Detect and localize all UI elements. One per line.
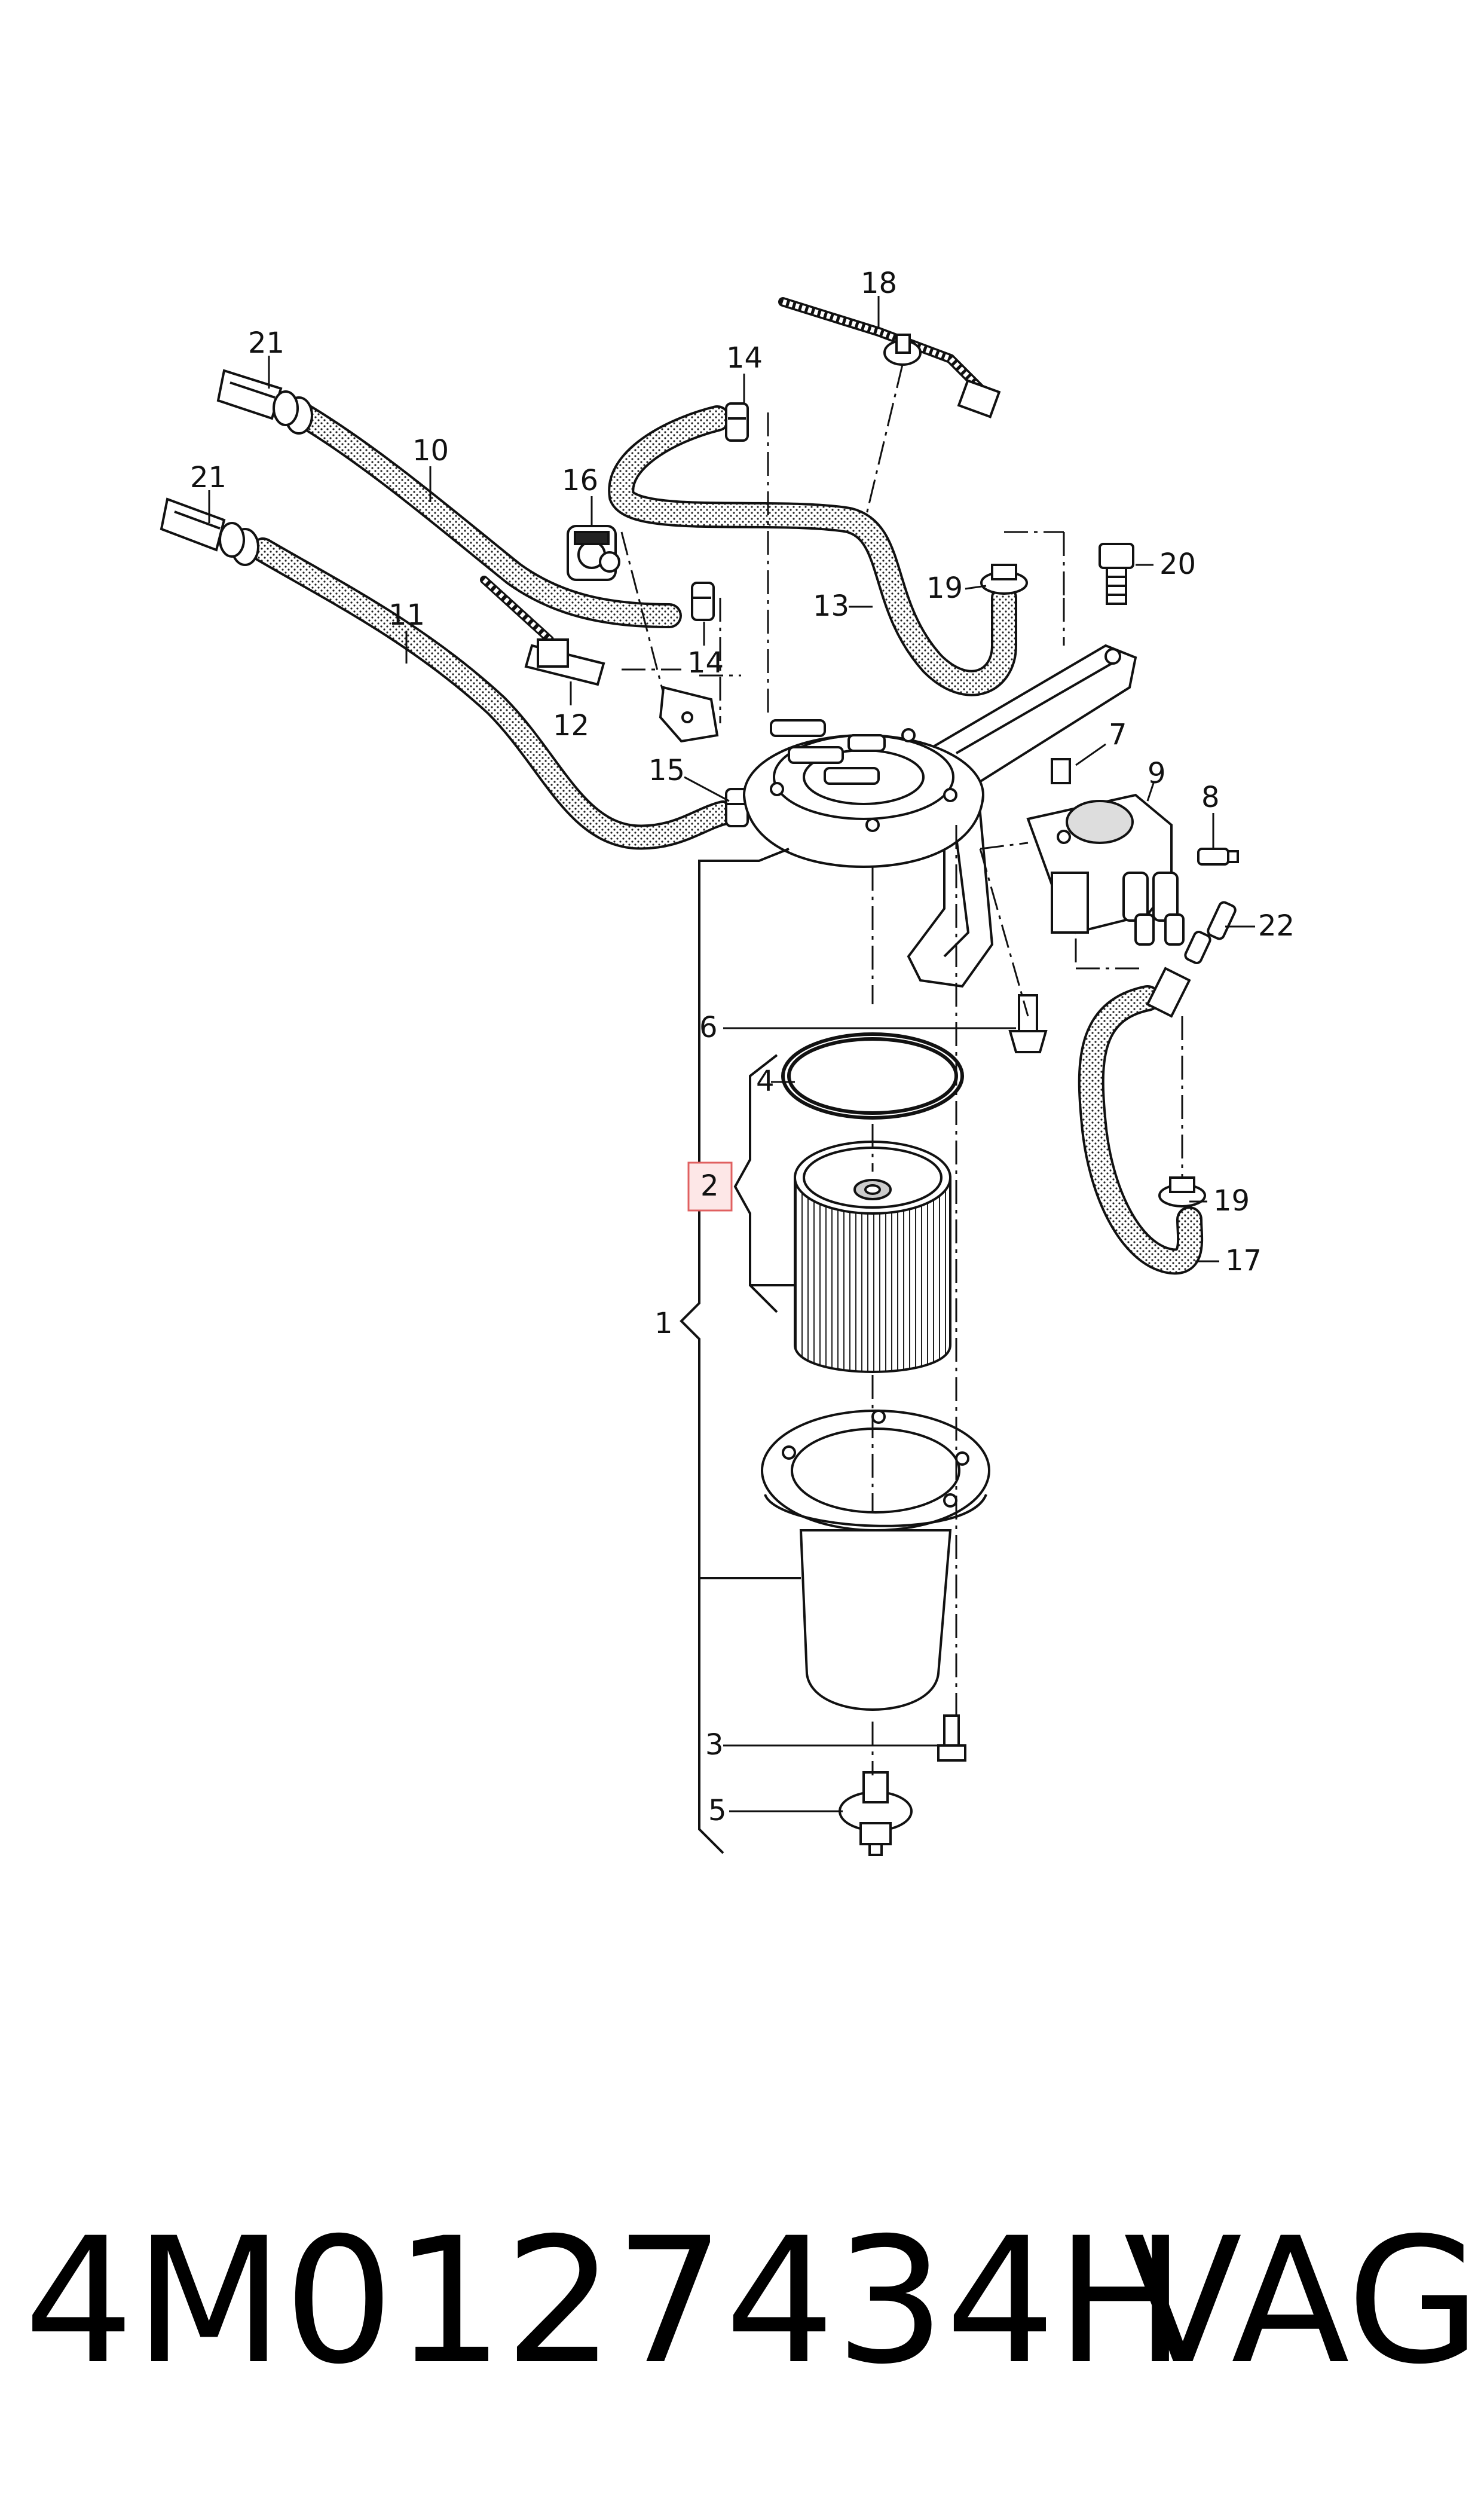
hose-support: [659, 686, 719, 743]
callouts: 1 2 3 4 5 6 7 8 9 10 11 12 13 14 14 15 1…: [190, 267, 1295, 1827]
cable-tie-18: [778, 297, 1001, 418]
callout-5[interactable]: 5: [708, 1794, 727, 1827]
filter-head: [743, 644, 1137, 988]
callout-22[interactable]: 22: [1258, 909, 1295, 943]
callout-1[interactable]: 1: [654, 1307, 673, 1340]
callout-3[interactable]: 3: [705, 1728, 724, 1762]
callout-21-upper[interactable]: 21: [248, 326, 284, 360]
brand-label: VAG: [1124, 2201, 1481, 2402]
filter-housing-bowl: [761, 1410, 990, 1711]
cable-tie-12: [480, 576, 605, 686]
pointer-lines: [208, 296, 1255, 1812]
footer: 4M0127434H VAG: [24, 2201, 1481, 2402]
hose-11: [250, 537, 736, 850]
pipe-clip-16: [567, 525, 620, 581]
callout-9[interactable]: 9: [1148, 757, 1166, 790]
callout-11[interactable]: 11: [388, 598, 425, 632]
callout-13[interactable]: 13: [813, 589, 849, 623]
callout-6[interactable]: 6: [699, 1011, 718, 1044]
callout-14-upper[interactable]: 14: [726, 341, 763, 375]
hose-17: [1078, 985, 1204, 1275]
drain-plug-5: [839, 1771, 913, 1856]
hose-10: [286, 400, 682, 628]
callout-20[interactable]: 20: [1159, 548, 1196, 581]
bolt-8: [1197, 848, 1239, 866]
part-number: 4M0127434H: [24, 2201, 1186, 2402]
seal-ring-4: [781, 1032, 964, 1120]
screw-6: [1008, 994, 1048, 1053]
callout-19-lower[interactable]: 19: [1213, 1184, 1250, 1218]
leader-lines: [620, 364, 1183, 1775]
callout-14-lower[interactable]: 14: [687, 646, 724, 680]
bolt-20: [1099, 543, 1134, 605]
bracket-1: [680, 848, 801, 1854]
filter-element: [794, 1141, 951, 1373]
callout-2[interactable]: 2: [700, 1169, 719, 1203]
callout-17[interactable]: 17: [1225, 1244, 1262, 1277]
callout-21-lower[interactable]: 21: [190, 461, 227, 494]
bracket-7: [1051, 758, 1071, 784]
bracket-2: [733, 1054, 795, 1313]
hose-13: [608, 405, 1017, 696]
callout-7[interactable]: 7: [1109, 718, 1127, 751]
pipe-end-21-lower: [160, 497, 259, 566]
callout-12[interactable]: 12: [553, 709, 589, 742]
hose-clamp-14-lower: [691, 582, 715, 621]
callout-10[interactable]: 10: [412, 434, 449, 467]
screw-3: [937, 1714, 966, 1762]
callout-4[interactable]: 4: [756, 1065, 775, 1098]
callout-8[interactable]: 8: [1201, 781, 1220, 814]
hose-clamp-14-upper: [725, 402, 749, 442]
connector-22: [1146, 901, 1237, 1018]
valve-9: [1026, 793, 1185, 946]
callout-18[interactable]: 18: [861, 267, 897, 300]
hose-clamp-19-upper: [980, 564, 1028, 595]
pipe-end-21-upper: [216, 369, 313, 435]
callout-19-upper[interactable]: 19: [926, 571, 963, 605]
callout-2-highlight: [687, 1161, 733, 1212]
callout-15[interactable]: 15: [648, 754, 685, 787]
callout-16[interactable]: 16: [562, 464, 598, 497]
